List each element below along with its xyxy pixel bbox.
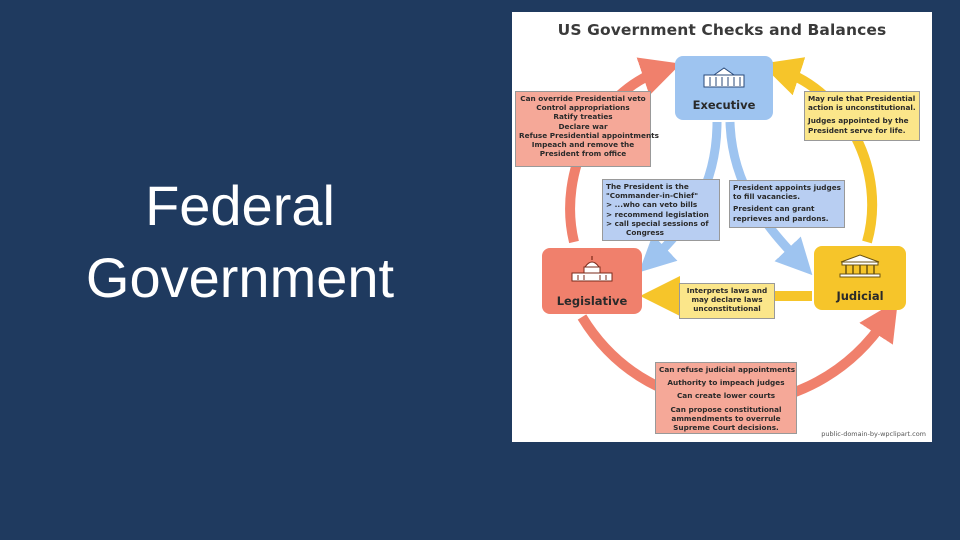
note-line: Interprets laws and [686,286,768,295]
capitol-icon [571,256,613,282]
legislative-branch-box: Legislative [542,248,642,314]
note-line: Refuse Presidential appointments [519,130,659,140]
note-line: President appoints judges [733,183,842,192]
note-line: to fill vacancies. [733,192,801,202]
note-line: > ...who can veto bills [606,200,698,210]
judicial-checks-legislative-note: Interprets laws and may declare laws unc… [679,283,775,319]
legislative-label: Legislative [556,294,628,308]
note-line: Congress [626,228,665,238]
slide-title-line-2: Government [85,246,395,309]
note-line: President from office [539,149,627,159]
note-line: Can create lower courts [676,391,776,401]
executive-label: Executive [692,98,756,112]
note-line: Control appropriations [536,103,630,113]
note-line: may declare laws [691,295,763,305]
note-line: Judges appointed by the [808,116,909,126]
judicial-checks-executive-note: May rule that Presidential action is unc… [804,91,920,141]
note-line: > call special sessions of [606,218,709,228]
note-line: unconstitutional [693,304,761,314]
supreme-court-icon [839,254,881,278]
note-line: Can refuse judicial appointments [659,365,796,374]
executive-branch-box: Executive [675,56,773,120]
note-line: May rule that Presidential [808,94,916,103]
note-line: The President is the [606,182,689,191]
judicial-branch-box: Judicial [814,246,906,310]
legislative-checks-executive-note: Can override Presidential veto Control a… [515,91,659,167]
note-line: Can override Presidential veto [520,94,646,103]
checks-and-balances-diagram: US Government Checks and Balances Execut… [512,12,932,442]
note-line: action is unconstitutional. [808,103,916,113]
note-line: Impeach and remove the [531,140,635,150]
note-line: Declare war [558,121,608,131]
note-line: President serve for life. [808,125,906,135]
executive-checks-judicial-note: President appoints judges to fill vacanc… [729,180,845,228]
note-line: ammendments to overrule [671,413,781,423]
white-house-icon [703,67,745,88]
legislative-checks-judicial-note: Can refuse judicial appointments Authori… [655,362,797,434]
note-line: > recommend legislation [606,209,709,219]
note-line: Authority to impeach judges [667,378,785,388]
diagram-title: US Government Checks and Balances [557,21,887,39]
note-line: Ratify treaties [553,112,613,122]
note-line: Can propose constitutional [670,404,782,414]
slide-title-line-1: Federal [145,174,335,237]
executive-checks-legislative-note: The President is the "Commander-in-Chief… [602,179,720,241]
note-line: reprieves and pardons. [733,213,829,223]
slide-title: Federal Government [40,170,440,314]
note-line: "Commander-in-Chief" [606,191,698,201]
note-line: Supreme Court decisions. [673,423,779,433]
image-credit: public-domain-by-wpclipart.com [821,430,926,438]
note-line: President can grant [733,204,815,214]
judicial-label: Judicial [836,289,884,303]
